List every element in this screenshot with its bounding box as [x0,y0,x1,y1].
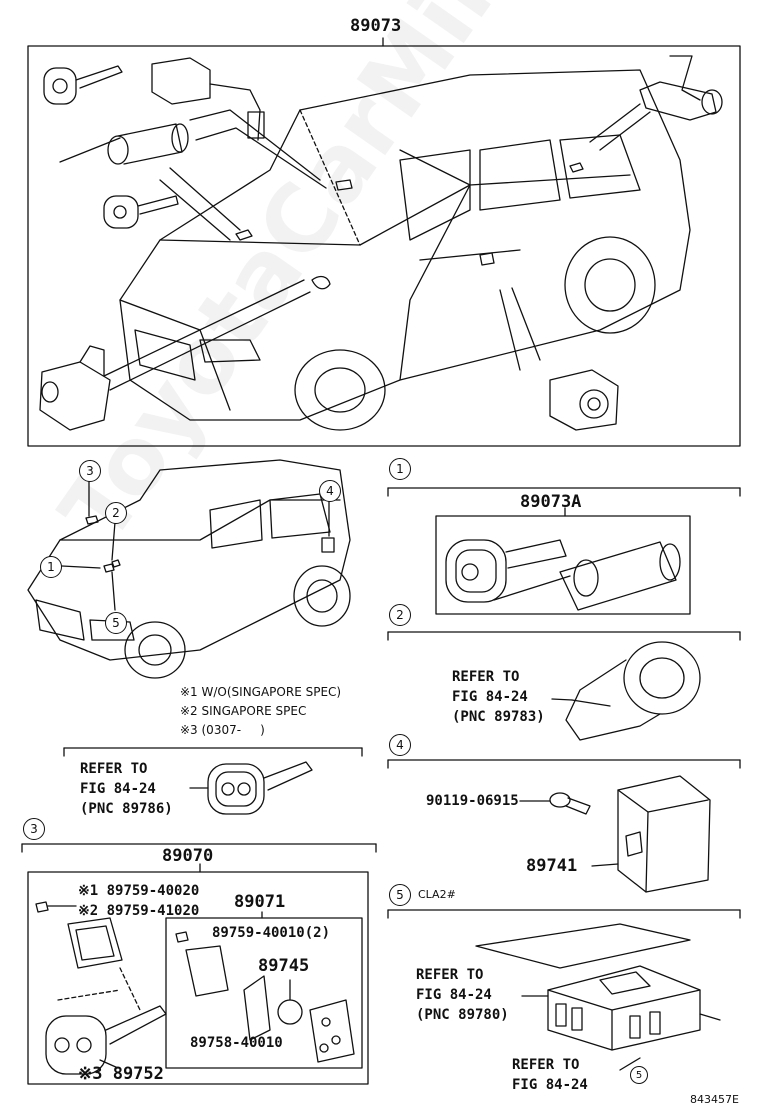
section-2-refer-line-1: REFER TO [452,669,520,685]
key-refer-frame [63,747,363,757]
key-refer-line-2: FIG 84-24 [80,781,156,797]
section-3-sketches [35,901,355,1075]
relay-block-sketch [475,923,721,1071]
section-1-badge: 1 [389,458,411,480]
callout-3: 3 [79,460,101,482]
vehicle-illustration-main [119,69,691,431]
section-3-frame [21,843,377,1085]
section-5-refer-a-line-1: REFER TO [416,967,484,983]
location-leader-lines [61,481,330,611]
door-lock-sketch-bottom-left [39,345,111,431]
key-sketch-middle [103,195,179,229]
section-1-key-and-cylinder [445,539,681,611]
section-4-badge: 4 [389,734,411,756]
ignition-switch-sketch [151,57,265,141]
top-part-number: 89073 [350,16,402,36]
section-2-refer-line-2: FIG 84-24 [452,689,528,705]
ecu-sketch [591,775,711,893]
inner-screw-part: 89759-40010(2) [212,925,331,941]
section-3-badge: 3 [23,818,45,840]
section-2-frame [387,631,741,641]
battery-part-number: 89745 [258,956,310,976]
ignition-coil-sketch [551,641,701,741]
bolt-sketch [519,792,591,815]
figure-id: 843457E [690,1093,739,1106]
inner-part-number: 89071 [234,892,286,912]
section-5-refer-b-line-1: REFER TO [512,1057,580,1073]
section-5-frame [387,909,741,919]
top-assembly-frame [27,45,741,447]
assembly-arrows [103,103,651,391]
callout-1: 1 [40,556,62,578]
section-4-frame [387,759,741,769]
note-2: ※2 SINGAPORE SPEC [180,704,307,718]
door-lock-sketch-bottom-right [549,369,619,431]
section-1-frame [387,487,741,615]
section-2-refer-line-3: (PNC 89783) [452,709,545,725]
section-3-part-number: 89070 [162,846,214,866]
key-part-number: ※3 89752 [78,1064,164,1084]
section-5-refer-b-line-2: FIG 84-24 [512,1077,588,1093]
section-5-code: CLA2# [418,888,456,901]
section-1-part-number: 89073A [520,492,582,512]
note-1: ※1 W/O(SINGAPORE SPEC) [180,685,342,699]
key-sketch-refer [189,761,313,815]
note-3: ※3 (0307- ) [180,723,265,737]
key-refer-line-3: (PNC 89786) [80,801,173,817]
section-5-refer-a-line-2: FIG 84-24 [416,987,492,1003]
key-sketch-top-left [43,65,123,105]
callout-4: 4 [319,480,341,502]
section-5-badge: 5 [389,884,411,906]
key-refer-line-1: REFER TO [80,761,148,777]
bolt-part-number: 90119-06915 [426,793,519,809]
vehicle-illustration-location [27,459,351,679]
callout-2: 2 [105,502,127,524]
door-lock-sketch-top-right [639,55,723,121]
section-2-badge: 2 [389,604,411,626]
section-5-refer-b-badge: 5 [630,1066,648,1084]
gasket-part-number: 89758-40010 [190,1035,283,1051]
screw-part-2: ※2 89759-41020 [78,903,200,919]
lock-cylinder-sketch [59,123,189,165]
screw-part-1: ※1 89759-40020 [78,883,200,899]
ecu-part-number: 89741 [526,856,578,876]
section-5-refer-a-line-3: (PNC 89780) [416,1007,509,1023]
callout-5: 5 [105,612,127,634]
